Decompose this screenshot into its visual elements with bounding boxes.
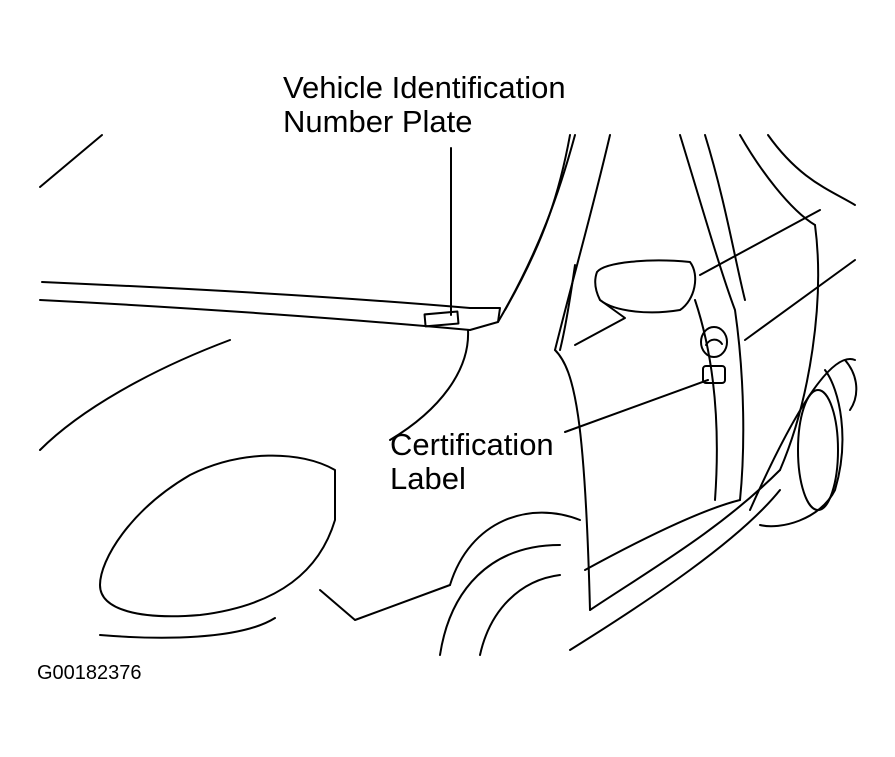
door-handle-detail xyxy=(705,338,723,346)
b-pillar-rear xyxy=(704,134,746,301)
roof-line xyxy=(767,134,856,206)
vin-plate-callout-line1: Vehicle Identification xyxy=(283,70,566,105)
door-edge-line xyxy=(694,299,718,501)
certification-label-callout-line2: Label xyxy=(390,461,466,496)
certification-label-callout-line1: Certification xyxy=(390,427,554,462)
vin-plate-marker xyxy=(423,310,460,328)
fender-arch-upper xyxy=(39,339,231,451)
hood-edge-stroke xyxy=(39,134,103,188)
door-sill-curve xyxy=(584,499,741,571)
door-bottom-lower xyxy=(569,489,781,651)
mirror-mount xyxy=(574,299,626,346)
a-pillar-rear xyxy=(504,134,571,311)
fender-curve xyxy=(389,329,470,441)
front-wheel-outer xyxy=(439,544,561,656)
front-door-edge xyxy=(554,349,591,611)
roof-inner xyxy=(739,134,816,226)
rear-wheel-outer xyxy=(759,369,844,528)
rear-door-edge xyxy=(779,224,820,471)
rear-arch-lip xyxy=(844,359,858,411)
rear-door-window xyxy=(699,209,821,276)
front-wheel-arch xyxy=(449,511,581,586)
b-pillar-front xyxy=(679,134,745,501)
bumper-notch xyxy=(319,584,451,621)
hood-rear-edge xyxy=(39,299,471,331)
certification-label-marker xyxy=(702,365,726,384)
headlamp-outline xyxy=(99,454,336,618)
rear-wheel-hub xyxy=(797,389,839,511)
front-door-edge-inner xyxy=(559,264,576,351)
door-handle-circle xyxy=(700,326,728,358)
a-pillar-inner xyxy=(554,134,611,351)
front-wheel-inner xyxy=(479,574,561,656)
certification-leader-line xyxy=(564,379,709,433)
figure-id: G00182376 xyxy=(37,662,142,684)
door-bottom xyxy=(589,469,781,611)
vin-plate-callout-line2: Number Plate xyxy=(283,104,473,139)
cowl-line xyxy=(469,307,501,331)
rear-door-line xyxy=(744,259,856,341)
certification-label-callout: Certification Label xyxy=(390,428,554,496)
hood-crease-line xyxy=(41,281,471,309)
side-mirror xyxy=(594,259,697,314)
bumper-lower xyxy=(99,617,276,639)
vin-plate-callout: Vehicle Identification Number Plate xyxy=(283,71,566,139)
